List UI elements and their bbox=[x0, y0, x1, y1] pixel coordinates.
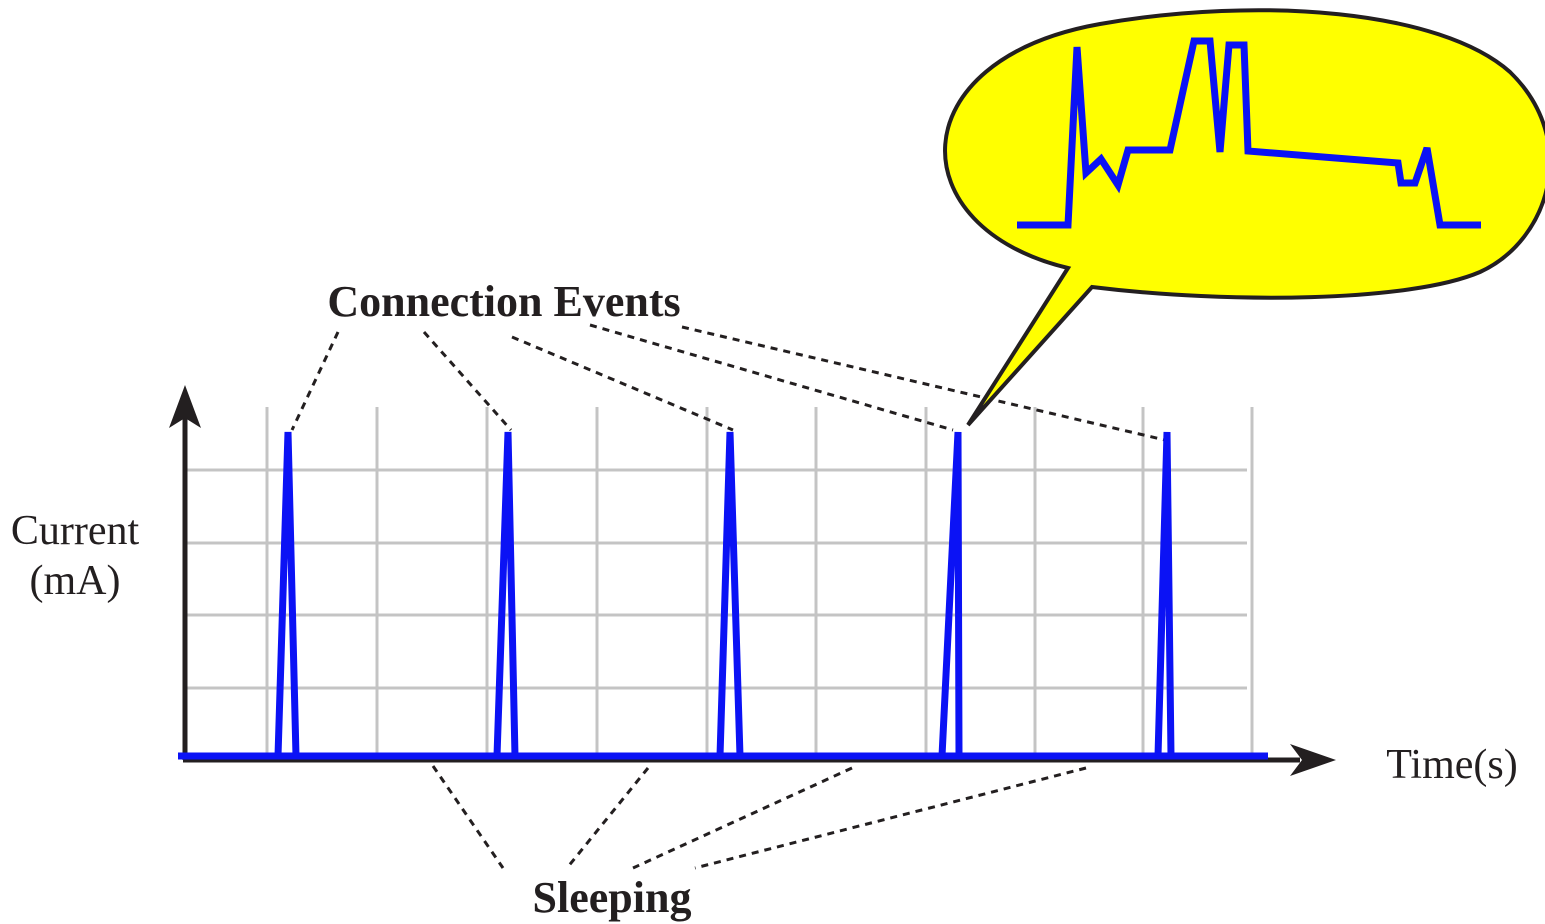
sleeping-leaders bbox=[431, 765, 1087, 870]
connection-event-2 bbox=[493, 431, 519, 757]
connection-event-5 bbox=[1154, 431, 1175, 757]
sleep-leader-1 bbox=[431, 765, 505, 869]
y-axis-label-line2: (mA) bbox=[30, 558, 121, 604]
x-axis-label: Time(s) bbox=[1386, 742, 1517, 788]
sleep-leader-4 bbox=[694, 766, 1087, 870]
x-axis-arrowhead bbox=[1290, 744, 1336, 776]
connection-event-3 bbox=[716, 431, 744, 757]
current-waveform bbox=[178, 431, 1268, 760]
connection-event-leaders bbox=[290, 323, 1166, 442]
event-leader-1 bbox=[290, 331, 340, 431]
callout-waveform bbox=[1017, 37, 1481, 229]
connection-event-zoom-callout bbox=[943, 8, 1545, 427]
sleeping-label: Sleeping bbox=[533, 873, 692, 922]
connection-event-1 bbox=[274, 431, 300, 757]
y-axis-arrowhead bbox=[169, 385, 201, 428]
event-leader-5 bbox=[681, 325, 1166, 442]
grid bbox=[185, 407, 1254, 757]
event-leader-3 bbox=[511, 335, 734, 432]
callout-bubble bbox=[943, 8, 1545, 427]
event-leader-2 bbox=[422, 331, 513, 431]
event-leader-4 bbox=[589, 323, 954, 432]
y-axis-label-line1: Current bbox=[11, 508, 140, 554]
connection-event-4 bbox=[938, 431, 963, 757]
connection-events-label: Connection Events bbox=[327, 277, 680, 326]
sleep-leader-2 bbox=[565, 767, 650, 869]
sleep-leader-3 bbox=[632, 766, 853, 870]
axes bbox=[169, 385, 1336, 776]
